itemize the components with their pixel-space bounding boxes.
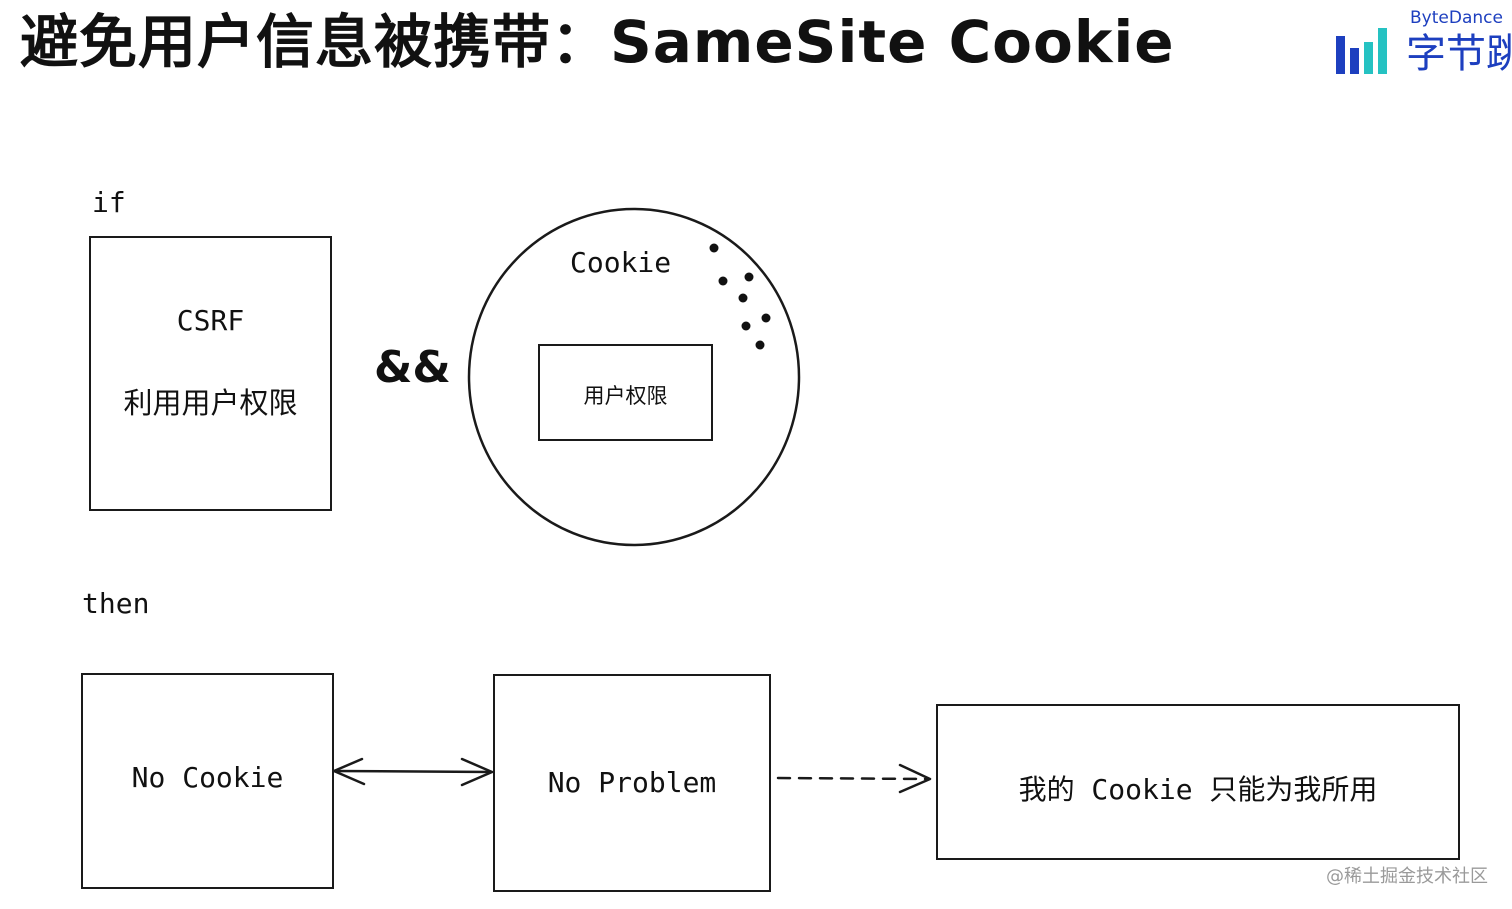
no-problem-text: No Problem bbox=[547, 766, 717, 799]
no-cookie-text: No Cookie bbox=[131, 761, 284, 794]
bytedance-logo-icon bbox=[1336, 28, 1387, 74]
no-problem-box: No Problem bbox=[493, 674, 771, 892]
cookie-crumb-dots bbox=[709, 243, 771, 350]
and-operator: && bbox=[374, 342, 451, 393]
bytedance-logo: ByteDance 字节跳 bbox=[1332, 8, 1512, 78]
cookie-label: Cookie bbox=[570, 246, 672, 279]
no-cookie-box: No Cookie bbox=[81, 673, 334, 889]
logo-brand-cn: 字节跳 bbox=[1406, 31, 1512, 77]
dashed-arrow bbox=[776, 763, 932, 794]
csrf-box-subtitle: 利用用户权限 bbox=[123, 386, 298, 420]
result-box: 我的 Cookie 只能为我所用 bbox=[936, 704, 1460, 860]
csrf-box-title: CSRF bbox=[176, 304, 245, 337]
csrf-box: CSRF 利用用户权限 bbox=[89, 236, 332, 511]
double-arrow bbox=[332, 757, 494, 787]
if-label: if bbox=[92, 186, 126, 219]
user-permission-box: 用户权限 bbox=[538, 344, 713, 441]
logo-brand-en: ByteDance bbox=[1410, 8, 1503, 28]
then-label: then bbox=[82, 587, 150, 620]
result-text: 我的 Cookie 只能为我所用 bbox=[1018, 773, 1378, 806]
user-permission-text: 用户权限 bbox=[583, 384, 668, 408]
slide-title: 避免用户信息被携带：SameSite Cookie bbox=[20, 8, 1175, 76]
watermark: @稀土掘金技术社区 bbox=[1326, 866, 1488, 887]
cookie-circle bbox=[467, 207, 801, 547]
